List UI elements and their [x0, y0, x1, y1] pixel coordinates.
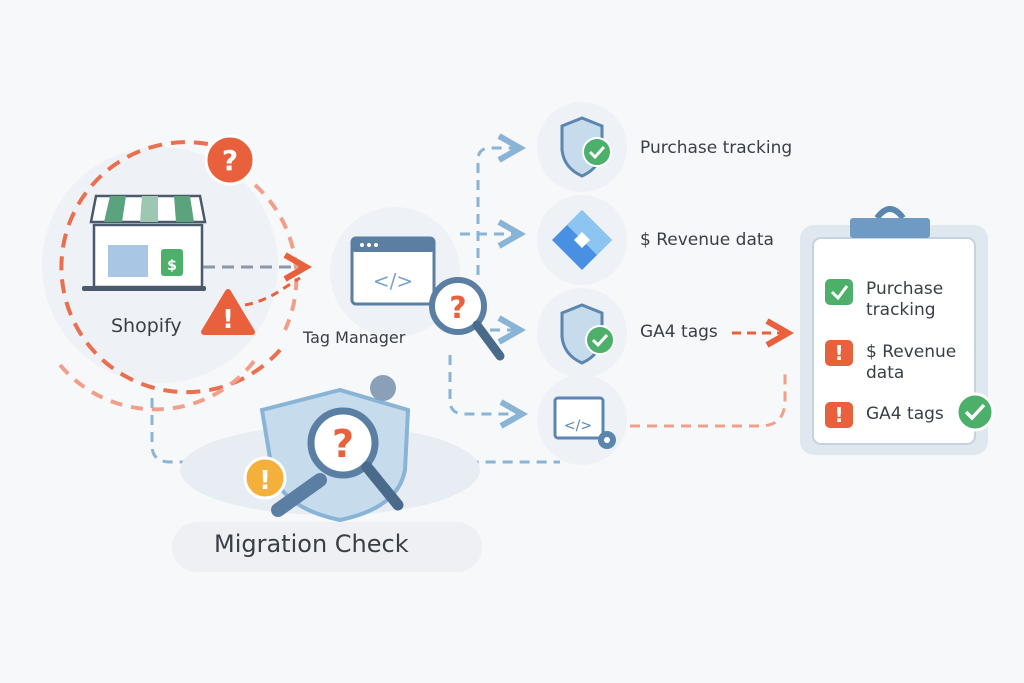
checklist-text: data [866, 363, 905, 383]
tag-manager-label: Tag Manager [303, 328, 406, 347]
checklist-text: tracking [866, 300, 936, 320]
svg-text:!: ! [222, 305, 234, 335]
checklist-text: Purchase [866, 279, 944, 299]
migration-check-label: Migration Check [214, 530, 409, 558]
checklist-text: $ Revenue [866, 342, 957, 362]
connector-warning [244, 276, 301, 307]
migration-check-pill [172, 522, 482, 572]
output-revenue-data [537, 195, 627, 285]
svg-text:!: ! [259, 466, 271, 496]
output-ga4-tags [537, 288, 627, 378]
svg-text:?: ? [222, 144, 238, 177]
question-badge-icon: ? [204, 134, 256, 186]
output-code-settings: </> [537, 375, 627, 465]
connector-code-clipboard [630, 372, 787, 428]
svg-text:!: ! [834, 403, 843, 427]
branch-connectors [150, 148, 560, 464]
warning-triangle-icon: ! [201, 289, 255, 335]
svg-text:?: ? [449, 291, 466, 326]
svg-text:?: ? [332, 422, 354, 466]
magnifier-question-icon: ? [429, 277, 505, 361]
svg-text:!: ! [834, 341, 843, 365]
checklist-item-ga4: GA4 tags [866, 404, 944, 424]
output-label-purchase: Purchase tracking [640, 138, 793, 158]
clipboard: ! ! [800, 206, 995, 455]
output-label-revenue: $ Revenue data [640, 230, 774, 250]
shopify-label: Shopify [111, 315, 182, 337]
migration-check-illustration: ? ! [180, 375, 480, 523]
store-icon: $ [82, 194, 207, 291]
svg-text:</>: </> [564, 418, 592, 434]
output-purchase-tracking [537, 102, 627, 192]
output-label-ga4: GA4 tags [640, 322, 718, 342]
tag-manager-node: </> ? [330, 207, 505, 361]
svg-text:</>: </> [373, 269, 413, 293]
svg-text:$: $ [167, 258, 177, 274]
shopify-node: $ ? ! [42, 134, 299, 412]
